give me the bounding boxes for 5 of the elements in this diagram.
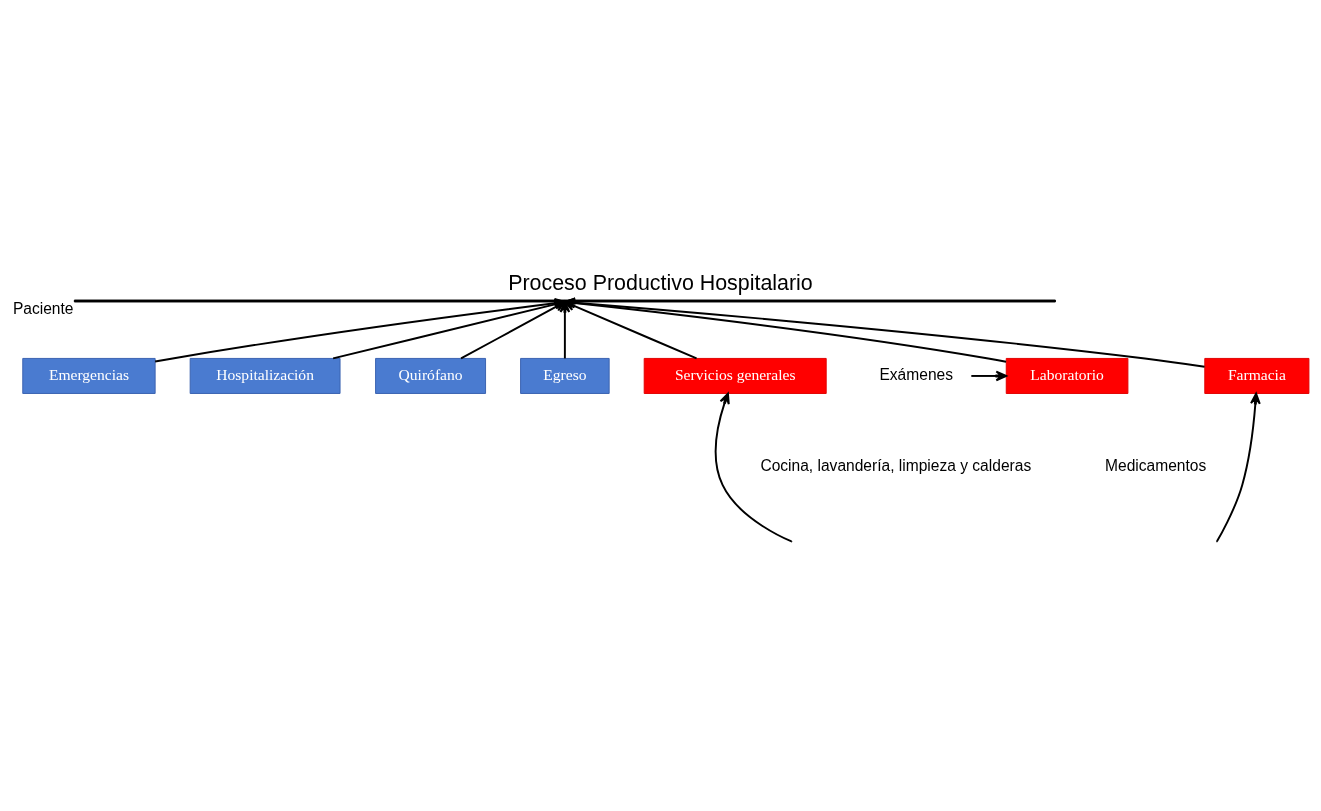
diagram-title: Proceso Productivo Hospitalario	[508, 270, 813, 295]
label: Medicamentos	[1105, 457, 1207, 475]
label: Cocina, lavandería, limpieza y calderas	[760, 457, 1032, 475]
node-label: Paciente	[12, 300, 74, 318]
node-text: Exámenes	[879, 365, 953, 383]
